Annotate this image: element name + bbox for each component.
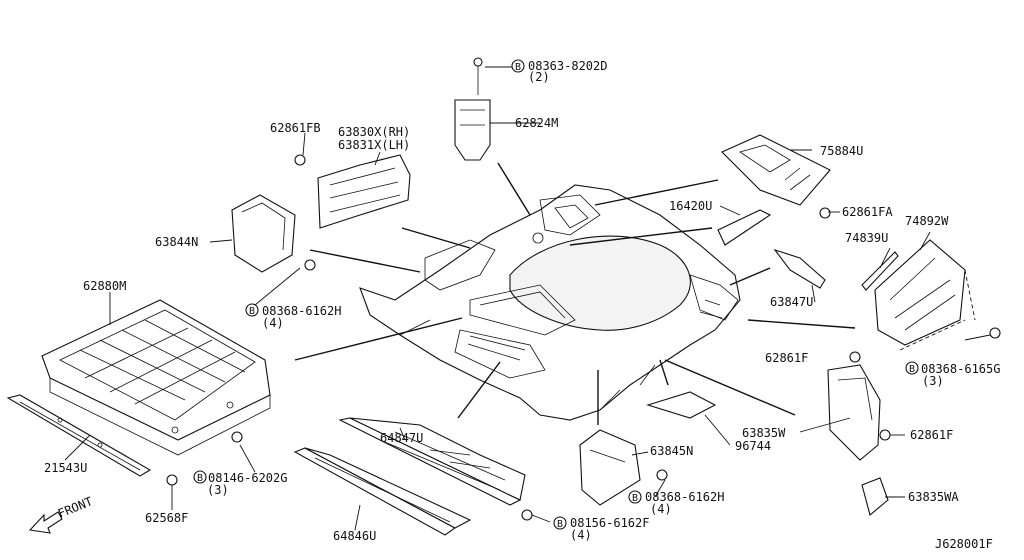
bracket-63845n[interactable] bbox=[579, 429, 641, 506]
panel-63844n[interactable] bbox=[231, 194, 296, 273]
label-08146-6202g: 08146-6202G bbox=[208, 471, 287, 485]
label-08363-8202d: 08363-8202D bbox=[528, 59, 607, 73]
leader-lines bbox=[64, 66, 991, 531]
strip-74839u[interactable] bbox=[861, 251, 899, 291]
label-08368-6162h-b: 08368-6162H bbox=[645, 490, 724, 504]
floor-body-assembly bbox=[359, 184, 741, 421]
label-63844n: 63844N bbox=[155, 235, 198, 249]
bolt-mark-08368-a: B bbox=[249, 306, 255, 317]
fasteners bbox=[166, 154, 1001, 521]
label-64847u: 64847U bbox=[380, 431, 423, 445]
label-16420u: 16420U bbox=[669, 199, 712, 213]
label-96744: 96744 bbox=[735, 439, 771, 453]
label-08368-6165g: 08368-6165G bbox=[921, 362, 1000, 376]
label-21543u: 21543U bbox=[44, 461, 87, 475]
label-62861f-a: 62861F bbox=[765, 351, 808, 365]
bracket-63835wa[interactable] bbox=[861, 477, 889, 516]
label-62861fb: 62861FB bbox=[270, 121, 321, 135]
label-62861f-b: 62861F bbox=[910, 428, 953, 442]
bolt-mark-08156: B bbox=[557, 519, 563, 530]
label-63845n: 63845N bbox=[650, 444, 693, 458]
diagram-code: J628001F bbox=[935, 537, 993, 551]
under-cover-62880m[interactable] bbox=[41, 299, 271, 456]
label-63830x-rh: 63830X(RH) bbox=[338, 125, 410, 139]
label-qty-3-b: (3) bbox=[922, 374, 944, 388]
label-qty-4-a: (4) bbox=[570, 528, 592, 542]
label-qty-4-b: (4) bbox=[650, 502, 672, 516]
bolt-mark-08368-b: B bbox=[632, 493, 638, 504]
shield-63830x[interactable] bbox=[317, 154, 411, 229]
panel-74892w[interactable] bbox=[874, 239, 976, 351]
front-indicator: FRONT bbox=[28, 494, 95, 534]
label-63847u: 63847U bbox=[770, 295, 813, 309]
plate-75884u[interactable] bbox=[721, 134, 831, 206]
strip-21543u[interactable] bbox=[6, 394, 152, 477]
bolt-mark-08363: B bbox=[515, 62, 521, 73]
pad-96744[interactable] bbox=[646, 391, 717, 419]
direction-arrows bbox=[294, 162, 856, 425]
rail-64846u[interactable] bbox=[293, 447, 472, 536]
bolt-mark-08368-g: B bbox=[909, 364, 915, 375]
label-62824m: 62824M bbox=[515, 116, 558, 130]
bolt-mark-08146: B bbox=[197, 473, 203, 484]
part-16420u[interactable] bbox=[717, 209, 772, 246]
front-label: FRONT bbox=[56, 494, 95, 521]
label-63835wa: 63835WA bbox=[908, 490, 959, 504]
label-qty-3-a: (3) bbox=[207, 483, 229, 497]
label-63831x-lh: 63831X(LH) bbox=[338, 138, 410, 152]
rail-64847u[interactable] bbox=[338, 417, 526, 506]
front-arrow-icon bbox=[28, 511, 63, 534]
label-74892w: 74892W bbox=[905, 214, 949, 228]
bracket-62824m[interactable] bbox=[454, 57, 491, 161]
label-63835w: 63835W bbox=[742, 426, 786, 440]
label-qty-2: (2) bbox=[528, 70, 550, 84]
label-62568f: 62568F bbox=[145, 511, 188, 525]
label-75884u: 75884U bbox=[820, 144, 863, 158]
label-08156-6162f: 08156-6162F bbox=[570, 516, 649, 530]
label-08368-6162h-a: 08368-6162H bbox=[262, 304, 341, 318]
label-qty-4-c: (4) bbox=[262, 316, 284, 330]
cover-63835w[interactable] bbox=[827, 364, 881, 461]
label-64846u: 64846U bbox=[333, 529, 376, 543]
label-62880m: 62880M bbox=[83, 279, 126, 293]
label-62861fa: 62861FA bbox=[842, 205, 893, 219]
part-63847u[interactable] bbox=[773, 248, 826, 289]
label-74839u: 74839U bbox=[845, 231, 888, 245]
